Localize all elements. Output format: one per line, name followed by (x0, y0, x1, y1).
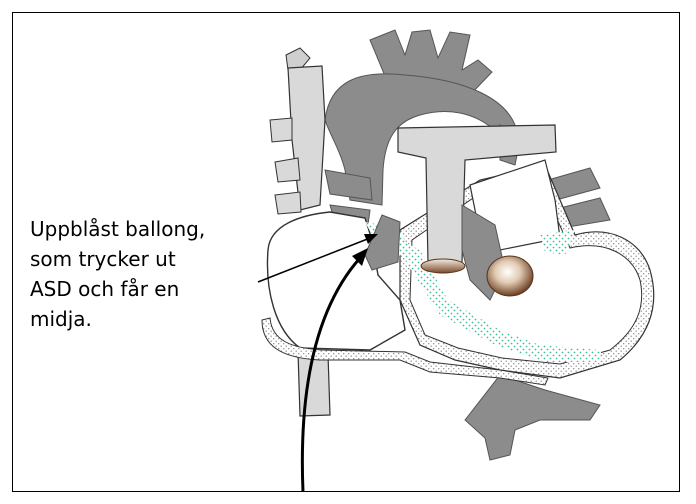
balloon-icon (487, 256, 533, 296)
caption-line: ASD och får en (30, 274, 270, 304)
caption-text: Uppblåst ballong, som trycker ut ASD och… (30, 214, 270, 334)
balloon-icon (421, 259, 465, 273)
inferior-vena-cava (298, 352, 330, 416)
caption-line: som trycker ut (30, 244, 270, 274)
caption-line: Uppblåst ballong, (30, 214, 270, 244)
superior-vena-cava (288, 66, 325, 210)
descending-aorta (465, 375, 600, 460)
caption-line: midja. (30, 304, 270, 334)
